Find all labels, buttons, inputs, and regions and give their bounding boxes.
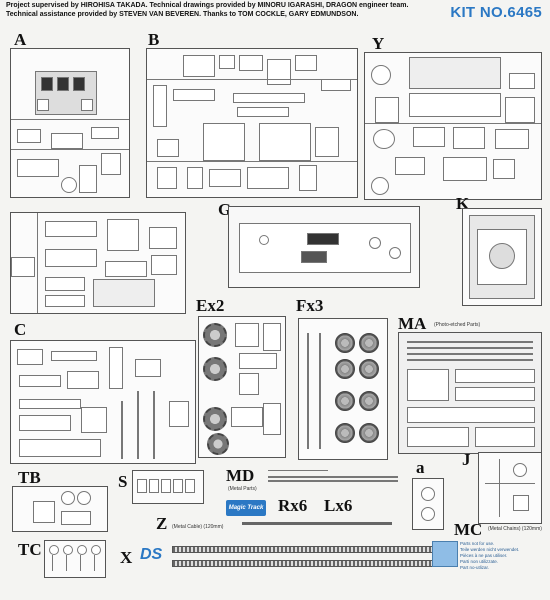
- sprue-k: [462, 208, 542, 306]
- unused-parts-legend: Parts not for use. Teile werden nicht ve…: [432, 541, 542, 593]
- sprue-s: [132, 470, 204, 504]
- sprue-label-tb: TB: [18, 468, 41, 487]
- md-note: (Metal Parts): [228, 486, 257, 492]
- sprue-label-fx3: Fx3: [296, 296, 324, 315]
- sprue-ex2: [198, 316, 286, 458]
- metal-cable: [242, 522, 392, 525]
- sprue-label-ma: MA: [398, 314, 427, 333]
- legend-line-4: Parti non utilizzate.: [460, 559, 499, 564]
- ds-logo: DS: [140, 546, 163, 563]
- legend-line-5: Part no-utlizar.: [460, 565, 490, 570]
- ma-note: (Photo-etched Parts): [434, 322, 481, 328]
- sprue-label-mc: MC: [454, 520, 483, 539]
- legend-swatch: [432, 541, 458, 567]
- sprue-a-small: [412, 478, 444, 530]
- track-run-1: [172, 546, 434, 553]
- sprue-label-b: B: [148, 30, 160, 49]
- credit-line-1: Project supervised by HIROHISA TAKADA. T…: [6, 2, 409, 9]
- sprue-label-a: A: [14, 30, 27, 49]
- sprue-label-a-small: a: [416, 458, 425, 477]
- sprue-c: [10, 340, 196, 464]
- sprue-label-y: Y: [372, 34, 385, 53]
- sprue-ma: [398, 332, 542, 454]
- sprue-label-j: J: [462, 450, 471, 469]
- sprue-label-tc: TC: [18, 540, 42, 559]
- sprue-label-lx6: Lx6: [324, 496, 353, 515]
- z-note: (Metal Cable) (120mm): [172, 524, 224, 530]
- sprue-label-z: Z: [156, 514, 168, 533]
- sprue-label-s: S: [118, 472, 128, 491]
- mc-note: (Metal Chains) (120mm): [488, 526, 542, 532]
- legend-line-3: Pièces à ne pas utiliser.: [460, 553, 508, 558]
- sprue-label-ex2: Ex2: [196, 296, 225, 315]
- sprue-m: [10, 212, 186, 314]
- legend-line-1: Parts not for use.: [460, 541, 495, 546]
- sprue-j: [478, 452, 542, 524]
- sprue-label-md: MD: [226, 466, 255, 485]
- sprue-b: [146, 48, 358, 198]
- sprue-tb: [12, 486, 108, 532]
- sprue-label-x: X: [120, 548, 133, 567]
- track-run-2: [172, 560, 434, 567]
- magic-track-logo: Magic Track: [226, 500, 266, 516]
- kit-number: KIT NO.6465: [450, 4, 542, 21]
- sprue-a: [10, 48, 130, 198]
- sprue-label-g: G: [218, 200, 232, 219]
- metal-parts: [268, 468, 398, 484]
- sprue-tc: [44, 540, 106, 578]
- sprue-g: [228, 206, 420, 288]
- sprue-label-rx6: Rx6: [278, 496, 308, 515]
- sprue-y: [364, 52, 542, 200]
- credits: Project supervised by HIROHISA TAKADA. T…: [6, 2, 426, 19]
- legend-line-2: Teile werden nicht verwendet.: [460, 547, 520, 552]
- sprue-label-c: C: [14, 320, 27, 339]
- sprue-fx3: [298, 318, 388, 460]
- credit-line-2: Technical assistance provided by STEVEN …: [6, 10, 359, 18]
